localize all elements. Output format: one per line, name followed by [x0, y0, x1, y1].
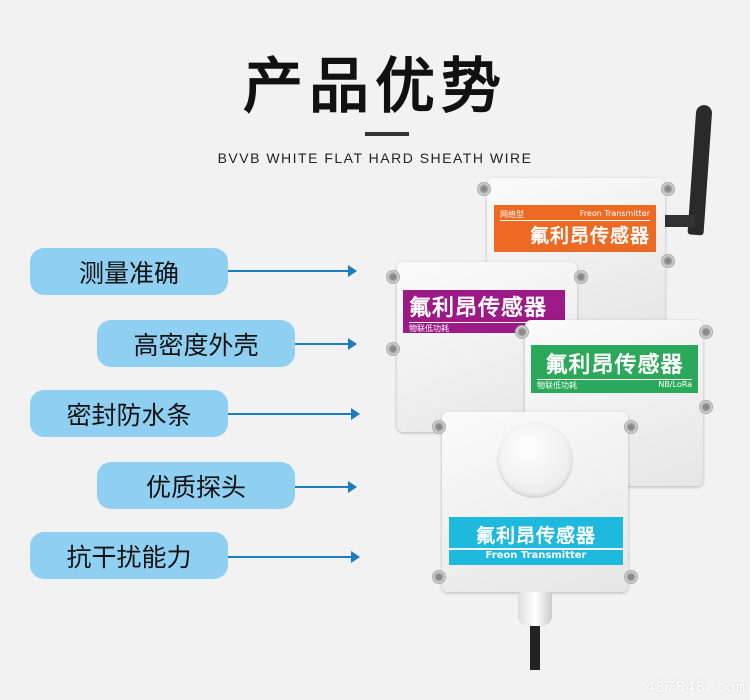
- orange-tag: 网络型: [500, 210, 524, 219]
- arrow-icon: [295, 338, 357, 350]
- watermark: 437848.com: [645, 678, 746, 696]
- title-divider: [365, 132, 409, 136]
- feature-pill-housing: 高密度外壳: [97, 320, 295, 367]
- feature-pill-probe: 优质探头: [97, 462, 295, 509]
- green-sub: 物联低功耗: [537, 381, 577, 390]
- green-tag: NB/LoRa: [658, 380, 692, 389]
- product-cyan-sensor: 氟利昂传感器 Freon Transmitter: [432, 412, 638, 592]
- cable: [530, 626, 540, 670]
- cyan-cn: 氟利昂传感器: [449, 521, 623, 550]
- feature-pill-antiinterference: 抗干扰能力: [30, 532, 228, 579]
- arrow-icon: [228, 265, 357, 277]
- antenna-base: [665, 215, 695, 227]
- feature-pill-accurate: 测量准确: [30, 248, 228, 295]
- feature-pill-waterproof: 密封防水条: [30, 390, 228, 437]
- orange-en: Freon Transmitter: [579, 209, 650, 218]
- probe-dome: [497, 422, 573, 498]
- purple-cn: 氟利昂传感器: [409, 290, 559, 323]
- page-title: 产品优势: [243, 52, 507, 122]
- arrow-icon: [295, 481, 357, 493]
- page-subtitle: BVVB WHITE FLAT HARD SHEATH WIRE: [217, 150, 533, 166]
- arrow-icon: [228, 551, 360, 563]
- arrow-icon: [228, 408, 360, 420]
- orange-cn: 氟利昂传感器: [529, 225, 650, 247]
- cable-gland: [518, 592, 552, 626]
- cyan-en: Freon Transmitter: [485, 550, 587, 561]
- purple-sub: 物联低功耗: [409, 323, 449, 333]
- green-cn: 氟利昂传感器: [537, 347, 692, 380]
